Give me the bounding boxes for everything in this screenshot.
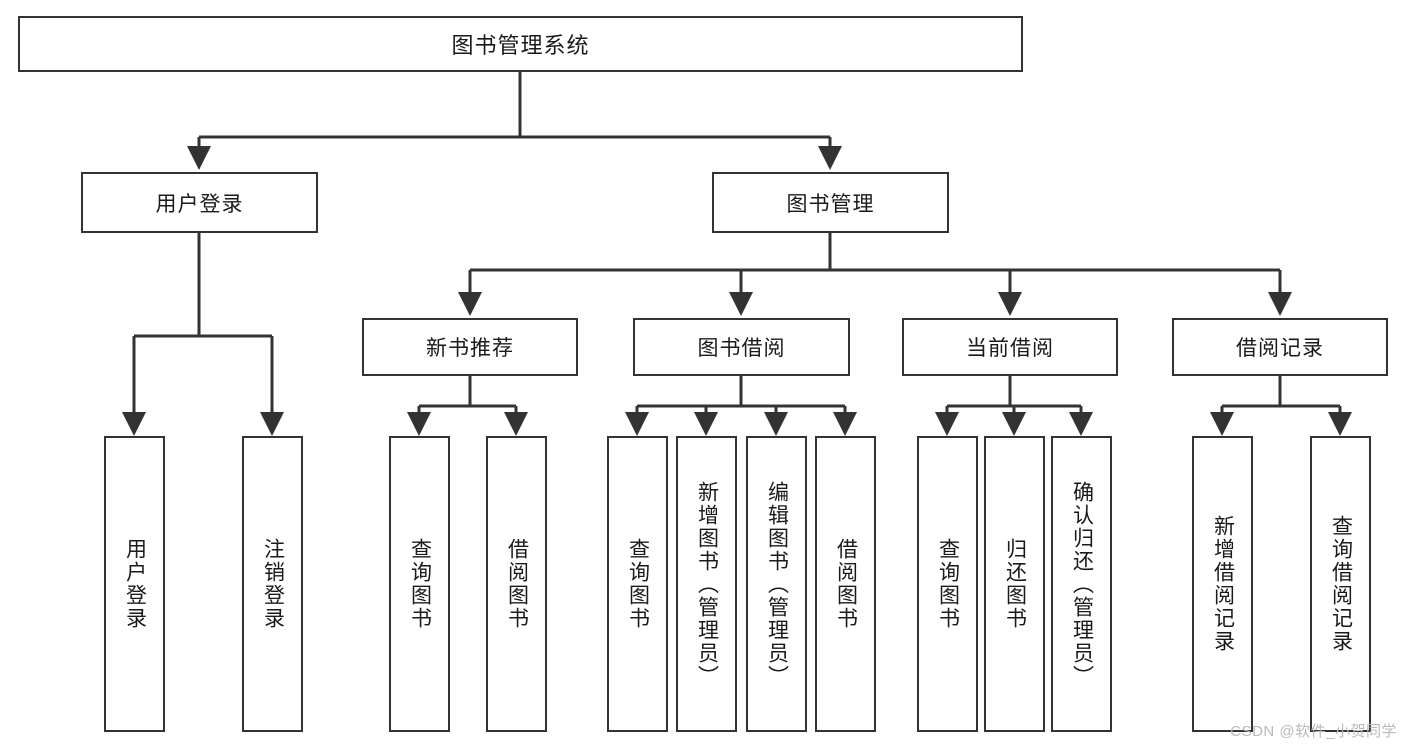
node-label: 查询图书 (408, 538, 432, 630)
node-user-login[interactable]: 用户登录 (81, 172, 318, 233)
node-leaf-add-book-admin[interactable]: 新增图书（管理员） (676, 436, 737, 732)
node-label: 借阅图书 (505, 538, 529, 630)
node-label: 查询借阅记录 (1329, 515, 1353, 653)
node-book-borrow[interactable]: 图书借阅 (633, 318, 850, 376)
node-leaf-query-book-recommend[interactable]: 查询图书 (389, 436, 450, 732)
node-label: 用户登录 (123, 538, 147, 630)
node-new-book-recommend[interactable]: 新书推荐 (362, 318, 578, 376)
node-leaf-user-login[interactable]: 用户登录 (104, 436, 165, 732)
node-label: 借阅记录 (1236, 337, 1324, 360)
node-label: 图书借阅 (697, 337, 786, 360)
node-current-borrow[interactable]: 当前借阅 (902, 318, 1118, 376)
node-label: 图书管理系统 (451, 33, 590, 58)
node-leaf-confirm-return-admin[interactable]: 确认归还（管理员） (1051, 436, 1112, 732)
node-label: 归还图书 (1003, 538, 1027, 630)
node-label: 注销登录 (261, 538, 285, 630)
node-label: 图书管理 (786, 192, 875, 216)
node-leaf-query-borrow-record[interactable]: 查询借阅记录 (1310, 436, 1371, 732)
node-label: 用户登录 (155, 192, 244, 216)
node-leaf-logout[interactable]: 注销登录 (242, 436, 303, 732)
node-label: 编辑图书（管理员） (765, 480, 789, 688)
node-label: 新增借阅记录 (1211, 515, 1235, 653)
node-leaf-borrow-book-recommend[interactable]: 借阅图书 (486, 436, 547, 732)
node-label: 查询图书 (936, 538, 960, 630)
watermark-text: CSDN @软件_小贺同学 (1230, 723, 1397, 740)
node-label: 确认归还（管理员） (1070, 480, 1094, 688)
node-leaf-edit-book-admin[interactable]: 编辑图书（管理员） (746, 436, 807, 732)
node-leaf-query-book-current[interactable]: 查询图书 (917, 436, 978, 732)
node-leaf-borrow-book-borrow[interactable]: 借阅图书 (815, 436, 876, 732)
node-label: 当前借阅 (966, 337, 1054, 360)
node-borrow-record[interactable]: 借阅记录 (1172, 318, 1388, 376)
node-leaf-add-borrow-record[interactable]: 新增借阅记录 (1192, 436, 1253, 732)
node-label: 借阅图书 (834, 538, 858, 630)
node-root-book-management-system[interactable]: 图书管理系统 (18, 16, 1023, 72)
node-label: 查询图书 (626, 538, 650, 630)
node-book-management[interactable]: 图书管理 (712, 172, 949, 233)
node-leaf-query-book-borrow[interactable]: 查询图书 (607, 436, 668, 732)
node-leaf-return-book[interactable]: 归还图书 (984, 436, 1045, 732)
node-label: 新增图书（管理员） (695, 480, 719, 688)
node-label: 新书推荐 (426, 337, 514, 360)
